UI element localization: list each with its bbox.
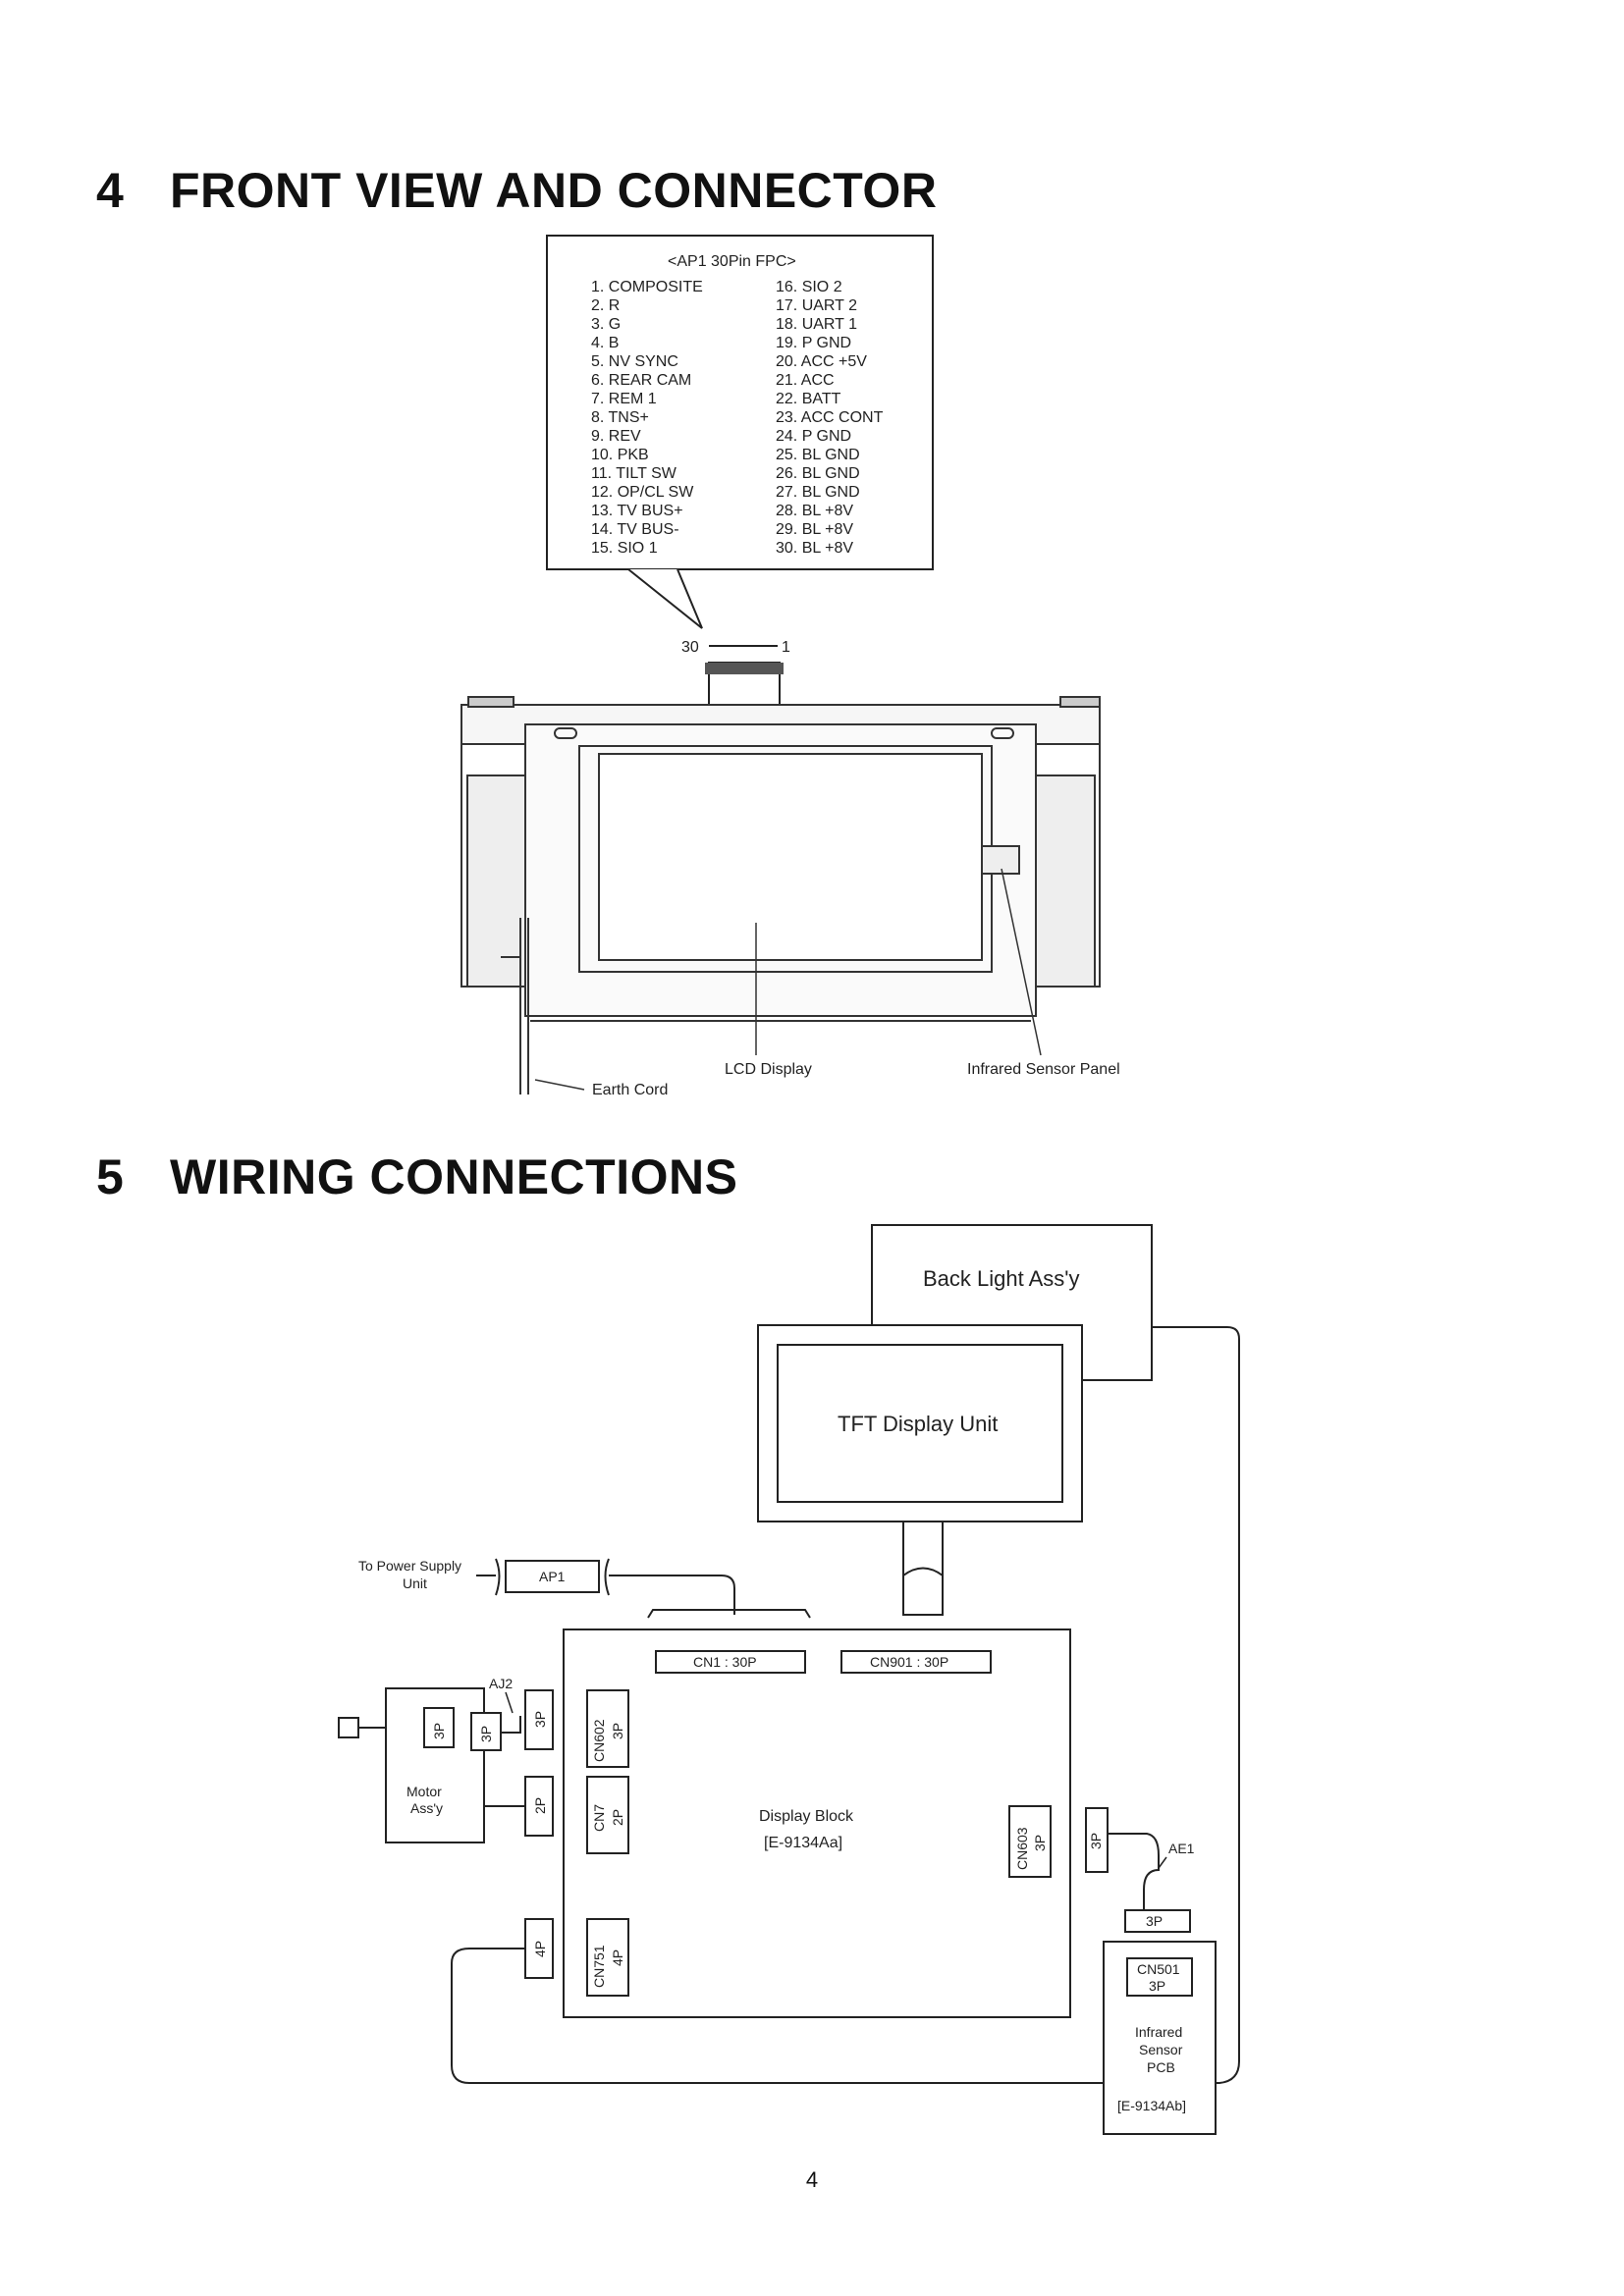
display-unit-front-view — [460, 696, 1101, 1095]
motor-label: Motor — [406, 1784, 442, 1799]
ir-pcb-code: [E-9134Ab] — [1117, 2098, 1186, 2113]
cn1-connector: CN1 : 30P — [693, 1654, 757, 1670]
pin-list-left: 1. COMPOSITE 2. R 3. G 4. B 5. NV SYNC 6. REA… — [591, 279, 703, 557]
connector-pin: 30. BL +8V — [776, 540, 853, 557]
cn603-label: CN603 — [1014, 1827, 1030, 1870]
earth-cord-label: Earth Cord — [592, 1082, 668, 1098]
display-block-code: [E-9134Aa] — [764, 1835, 842, 1851]
pin-list-right: 16. SIO 2 17. UART 2 18. UART 1 19. P GND 20… — [776, 279, 884, 557]
back-light-assy-label: Back Light Ass'y — [923, 1266, 1080, 1291]
infrared-sensor-panel-label: Infrared Sensor Panel — [967, 1061, 1120, 1078]
motor-3p-connector: 3P — [431, 1723, 447, 1739]
cn7-2p: 2P — [610, 1809, 625, 1826]
pin-end-left: 30 — [681, 639, 699, 656]
infrared-sensor-pcb — [1103, 1941, 1217, 2135]
connector-pin: 5. NV SYNC — [591, 353, 678, 370]
tft-flex-cable — [902, 1521, 944, 1616]
connector-pin: 21. ACC — [776, 372, 835, 389]
ir-pcb-label-1: Infrared — [1135, 2024, 1182, 2040]
connector-pin: 12. OP/CL SW — [591, 484, 694, 501]
cn602-3p-outer: 3P — [532, 1711, 548, 1728]
cn603-3p: 3P — [1032, 1835, 1048, 1851]
connector-pin: 23. ACC CONT — [776, 409, 884, 426]
connector-pin: 15. SIO 1 — [591, 540, 658, 557]
connector-pin: 1. COMPOSITE — [591, 279, 703, 295]
cn751-label: CN751 — [591, 1945, 607, 1988]
connector-pin: 4. B — [591, 335, 619, 351]
section-4-heading: 4 FRONT VIEW AND CONNECTOR — [96, 162, 937, 219]
cn901-connector: CN901 : 30P — [870, 1654, 948, 1670]
section-number: 4 — [96, 163, 125, 218]
page-number: 4 — [805, 2167, 819, 2192]
backlight-cable — [451, 1326, 1240, 2084]
ae1-3p-connector: 3P — [1146, 1913, 1163, 1929]
power-supply-label: To Power Supply — [358, 1558, 461, 1574]
ir-pcb-label-2: Sensor — [1139, 2042, 1183, 2057]
cn7-2p-outer: 2P — [532, 1797, 548, 1814]
connector-title: <AP1 30Pin FPC> — [668, 253, 796, 270]
cn602-label: CN602 — [591, 1719, 607, 1762]
connector-callout — [546, 235, 934, 629]
ae1-label: AE1 — [1168, 1841, 1195, 1856]
connector-pin: 8. TNS+ — [591, 409, 649, 426]
connector-pin: 7. REM 1 — [591, 391, 657, 407]
connector-pin: 26. BL GND — [776, 465, 860, 482]
connector-pin: 28. BL +8V — [776, 503, 853, 519]
tft-display-unit-label: TFT Display Unit — [838, 1412, 998, 1436]
section-5-heading: 5 WIRING CONNECTIONS — [96, 1148, 737, 1205]
connector-pin: 25. BL GND — [776, 447, 860, 463]
ir-pcb-label-3: PCB — [1147, 2059, 1175, 2075]
cn751-4p: 4P — [610, 1949, 625, 1966]
connector-pin: 14. TV BUS- — [591, 521, 679, 538]
ae1-harness — [1085, 1807, 1191, 1933]
connector-pin: 3. G — [591, 316, 621, 333]
cn501-3p: 3P — [1149, 1978, 1165, 1994]
connector-pin: 19. P GND — [776, 335, 851, 351]
display-block-label: Display Block — [759, 1808, 854, 1825]
lcd-display-label: LCD Display — [725, 1061, 812, 1078]
ae1-3p-outer: 3P — [1088, 1833, 1104, 1849]
connector-pin: 20. ACC +5V — [776, 353, 867, 370]
aj2-label: AJ2 — [489, 1676, 513, 1691]
ap1-cable — [476, 1558, 811, 1619]
connector-pin: 22. BATT — [776, 391, 841, 407]
connector-pin: 6. REAR CAM — [591, 372, 691, 389]
motor-assy-label: Ass'y — [410, 1800, 443, 1816]
aj2-3p-connector: 3P — [478, 1726, 494, 1742]
board-left-connectors — [524, 1689, 629, 1997]
connector-pin: 11. TILT SW — [591, 465, 677, 482]
tft-display-unit-box — [757, 1324, 1083, 1522]
connector-pin: 10. PKB — [591, 447, 649, 463]
section-title: WIRING CONNECTIONS — [170, 1149, 738, 1204]
connector-pin: 16. SIO 2 — [776, 279, 842, 295]
display-block-board — [563, 1629, 1071, 2018]
connector-pin: 24. P GND — [776, 428, 851, 445]
cn602-3p: 3P — [610, 1723, 625, 1739]
connector-pin: 9. REV — [591, 428, 641, 445]
cn7-label: CN7 — [591, 1804, 607, 1832]
power-supply-label-unit: Unit — [403, 1575, 427, 1591]
connector-pin: 18. UART 1 — [776, 316, 857, 333]
ap1-label: AP1 — [539, 1569, 566, 1584]
pin-end-right: 1 — [782, 639, 790, 656]
section-title: FRONT VIEW AND CONNECTOR — [170, 163, 938, 218]
connector-pin: 27. BL GND — [776, 484, 860, 501]
connector-pin: 2. R — [591, 297, 620, 314]
cn501-label: CN501 — [1137, 1961, 1180, 1977]
connector-pin: 29. BL +8V — [776, 521, 853, 538]
motor-assy — [338, 1687, 525, 1843]
connector-pin: 13. TV BUS+ — [591, 503, 683, 519]
connector-pin: 17. UART 2 — [776, 297, 857, 314]
cn751-4p-outer: 4P — [532, 1941, 548, 1957]
section-number: 5 — [96, 1149, 125, 1204]
